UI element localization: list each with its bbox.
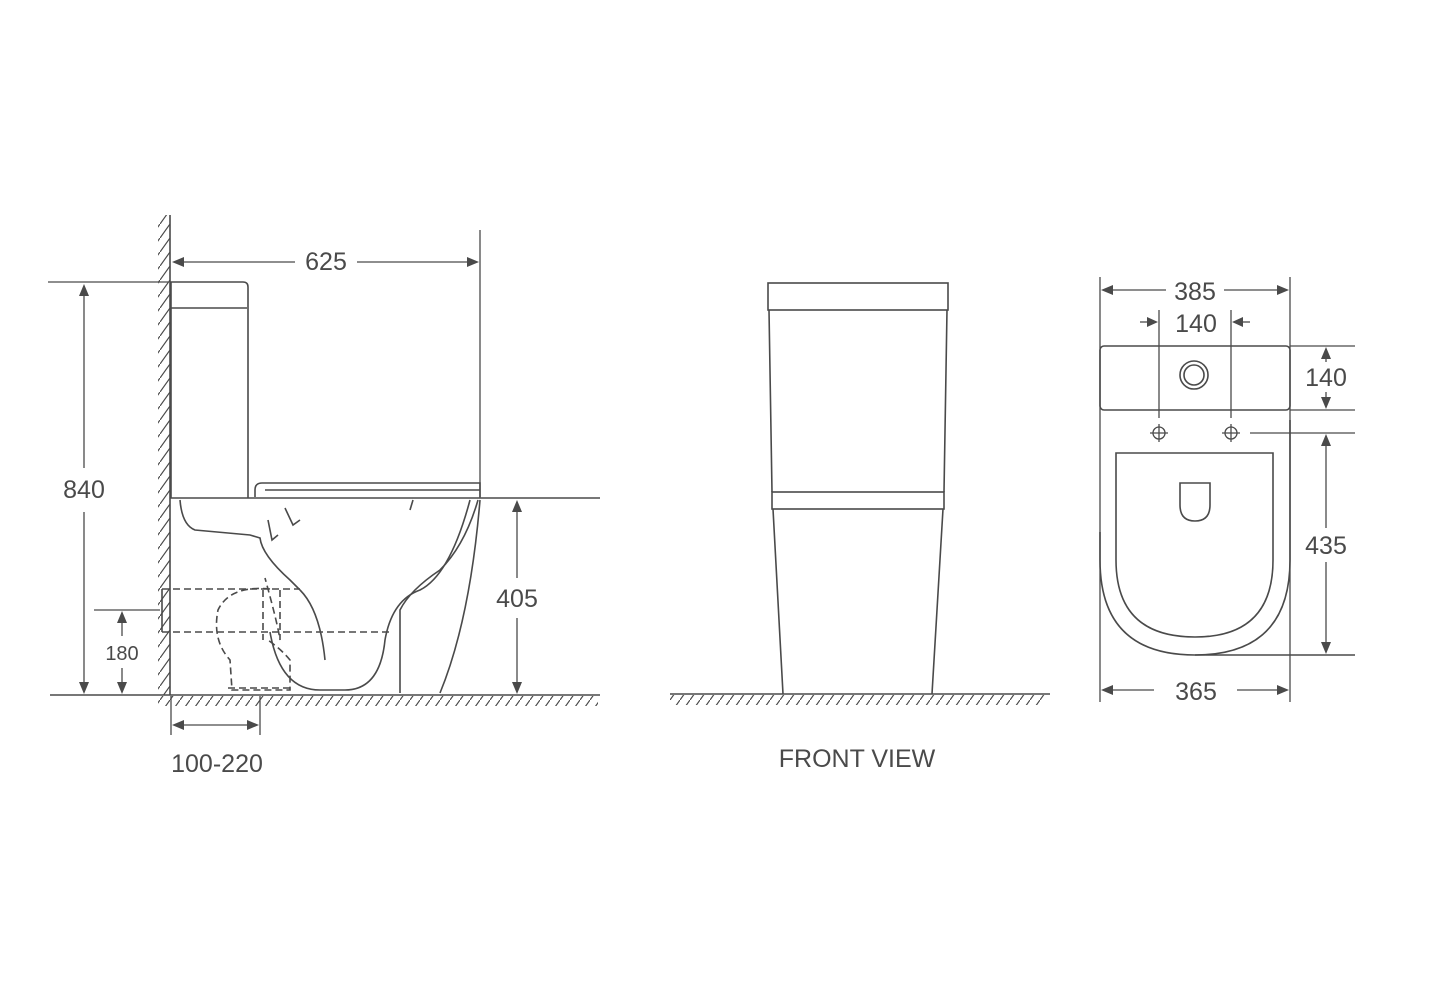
seat-front [771, 491, 945, 510]
height-label: 840 [63, 476, 105, 504]
bowl-top [1099, 420, 1355, 656]
top-view: 385 140 140 435 [1099, 277, 1355, 706]
tank-width-label: 385 [1174, 278, 1216, 306]
trapway-hidden [161, 577, 390, 691]
dimension-tank-width: 385 [1101, 278, 1289, 306]
dimension-bowl-width: 365 [1101, 678, 1289, 706]
cistern-side [170, 281, 249, 498]
floor-hatching-front [670, 693, 1050, 705]
dimension-seat-height: 405 [496, 500, 538, 694]
fixing-holes [1150, 310, 1240, 442]
front-view-title: FRONT VIEW [779, 745, 936, 773]
hole-spacing-label: 140 [1175, 310, 1217, 338]
dimension-tank-depth: 140 [1290, 345, 1355, 411]
dimension-bowl-length: 435 [1250, 432, 1355, 654]
cistern-front [767, 282, 949, 493]
depth-label: 625 [305, 248, 347, 276]
dimension-depth: 625 [172, 230, 481, 498]
rough-in-label: 100-220 [171, 750, 263, 778]
front-view: FRONT VIEW [670, 282, 1050, 773]
side-view: 625 840 405 180 [48, 215, 600, 778]
seat-height-label: 405 [496, 585, 538, 613]
bowl-width-label: 365 [1175, 678, 1217, 706]
dimension-rough-in: 100-220 [170, 696, 263, 778]
dimension-outlet-height: 180 [94, 609, 160, 694]
bowl-side [179, 499, 481, 694]
cistern-top [1099, 345, 1291, 411]
bowl-length-label: 435 [1305, 532, 1347, 560]
bowl-front [772, 508, 944, 695]
wall-hatching [158, 215, 171, 695]
floor-hatching-side [50, 694, 600, 706]
tank-depth-label: 140 [1305, 364, 1347, 392]
outlet-height-label: 180 [105, 643, 138, 665]
flush-button-icon [1179, 360, 1209, 390]
dimension-hole-spacing: 140 [1140, 310, 1250, 338]
seat-side [170, 482, 600, 499]
dimension-height: 840 [48, 281, 168, 694]
outlet-icon [1179, 482, 1211, 522]
